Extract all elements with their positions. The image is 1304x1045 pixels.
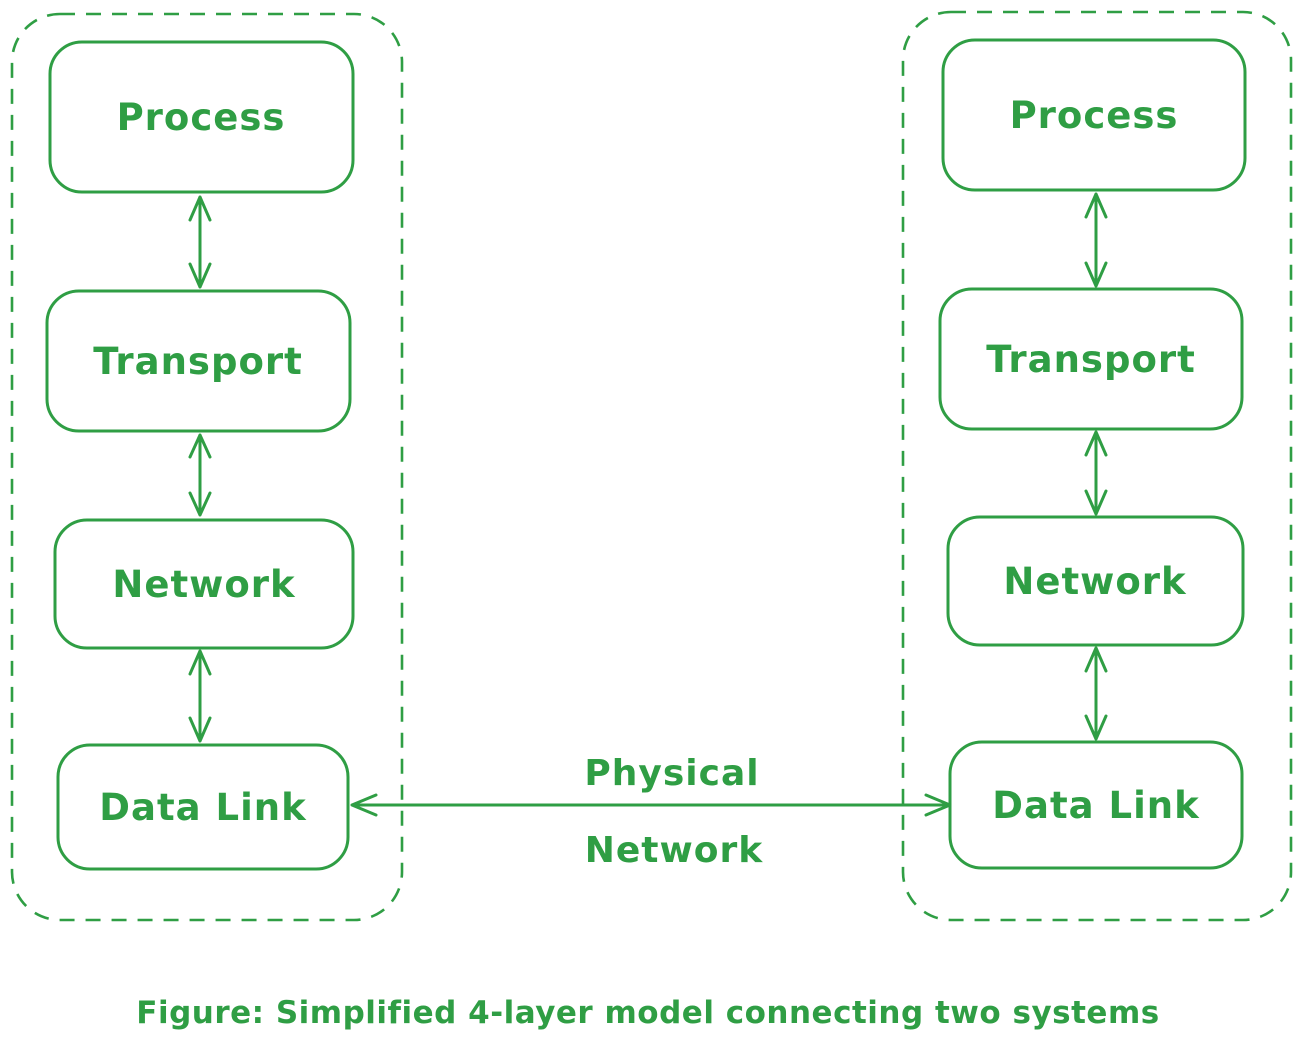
arrow-physical-network [350, 793, 952, 817]
process-box-left [48, 40, 355, 194]
system-container-left: Process Transport Network Data Link [10, 12, 404, 922]
layer-box-network-right: Network [946, 515, 1245, 647]
network-box-left [53, 518, 355, 650]
layer-box-network-left: Network [53, 518, 355, 650]
arrow-network-datalink-right [1084, 646, 1108, 741]
layer-box-transport-right: Transport [938, 287, 1244, 431]
layer-box-process-left: Process [48, 40, 355, 194]
system-container-right: Process Transport Network Data Link [901, 10, 1293, 922]
layer-box-datalink-left: Data Link [56, 743, 350, 871]
layer-box-transport-left: Transport [45, 289, 352, 433]
datalink-label-left: Data Link [99, 786, 307, 829]
datalink-box-left [56, 743, 350, 871]
network-label-right: Network [1003, 560, 1187, 603]
network-box-right [946, 515, 1245, 647]
transport-box-left [45, 289, 352, 433]
arrow-process-transport-right [1084, 192, 1108, 288]
physical-link-label-line1: Physical [584, 753, 759, 794]
physical-network-link: Physical Network [350, 753, 952, 871]
layer-box-datalink-right: Data Link [948, 740, 1244, 870]
layer-box-process-right: Process [941, 38, 1247, 192]
arrow-transport-network-right [1084, 430, 1108, 516]
datalink-label-right: Data Link [992, 784, 1200, 827]
network-label-left: Network [112, 563, 296, 606]
process-label-left: Process [117, 96, 286, 139]
transport-label-right: Transport [986, 338, 1196, 381]
figure-caption: Figure: Simplified 4-layer model connect… [136, 995, 1159, 1031]
transport-box-right [938, 287, 1244, 431]
process-box-right [941, 38, 1247, 192]
arrow-network-datalink-left [188, 649, 212, 743]
arrow-transport-network-left [188, 433, 212, 517]
arrow-process-transport-left [188, 195, 212, 289]
transport-label-left: Transport [93, 340, 303, 383]
process-label-right: Process [1010, 94, 1179, 137]
physical-link-label-line2: Network [585, 830, 763, 871]
system-boundary-left [10, 12, 404, 922]
